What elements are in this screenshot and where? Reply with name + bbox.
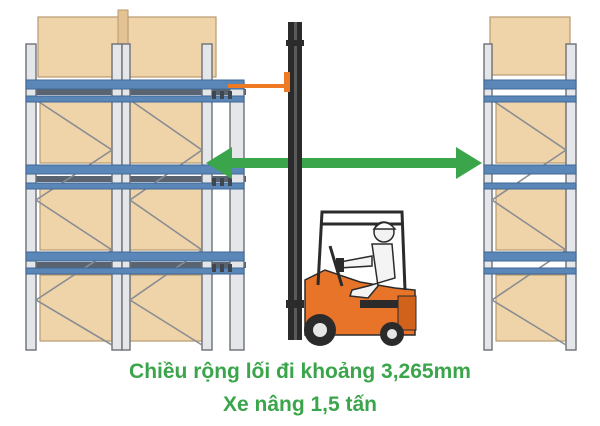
forklift-body: [304, 269, 417, 336]
forklift-driver: [336, 221, 397, 299]
aisle-width-arrow: [206, 147, 482, 179]
forklift: [228, 22, 417, 346]
right-rack: [483, 16, 577, 351]
forklift-forks: [228, 72, 290, 92]
forklift-capacity-caption: Xe nâng 1,5 tấn: [222, 393, 378, 416]
right-rack-boxes: [489, 16, 571, 342]
left-rack-beams: [25, 79, 245, 275]
left-rack-uprights: [25, 43, 245, 351]
left-rack-pallets: [36, 89, 246, 268]
warehouse-aisle-illustration: [25, 9, 577, 351]
left-rack-pallet-ends: [212, 91, 232, 272]
right-rack-uprights: [483, 43, 577, 351]
right-rack-bracing: [490, 99, 568, 346]
aisle-width-caption: Chiều rộng lối đi khoảng 3,265mm: [129, 360, 471, 383]
forklift-wheels: [304, 314, 404, 346]
forklift-mast: [286, 22, 304, 340]
left-rack-bracing: [34, 99, 204, 346]
forklift-steering-column: [328, 245, 344, 287]
right-rack-beams: [483, 79, 577, 275]
left-rack: [25, 9, 246, 351]
